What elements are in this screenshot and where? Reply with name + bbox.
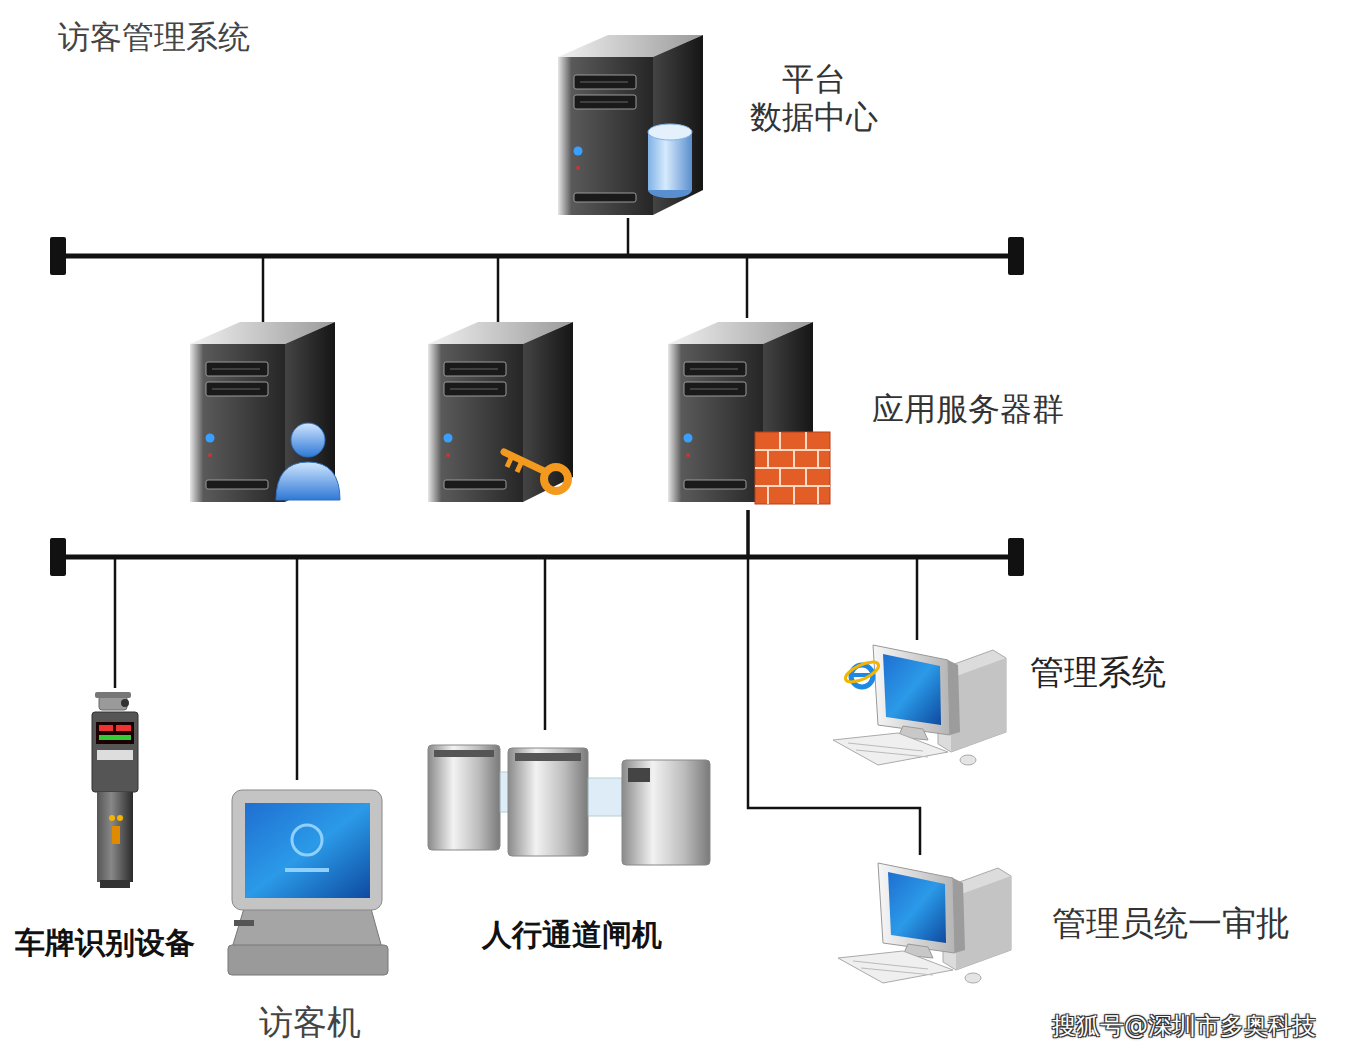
network-bus [50,237,1024,330]
node-label: 人行通道闸机 [420,917,724,953]
node-label: 平台 数据中心 [740,60,887,137]
network-link [628,218,747,318]
key-server [428,322,573,502]
user-server [190,322,340,502]
network-link [748,510,920,855]
node-label: 应用服务器群 [872,390,1064,428]
node-label: 管理系统 [1030,652,1166,693]
device-node: 访客机 [220,780,399,1050]
management-pc [833,645,1006,765]
device-node: 管理系统 [825,640,1190,775]
node-label: 管理员统一审批 [1052,903,1290,944]
node-label: 访客机 [220,1002,399,1043]
firewall-server [668,322,830,504]
visitor-kiosk [228,790,388,975]
node-label: 车牌识别设备 [15,925,195,961]
network-link [115,510,748,688]
watermark: 搜狐号@深圳市多奥科技 [1052,1012,1316,1041]
turnstile-gates [428,745,710,865]
database-server [558,35,703,215]
device-node: 车牌识别设备 [10,688,205,972]
network-link [545,510,748,730]
device-node: 管理员统一审批 [830,855,1325,995]
network-link [748,510,917,640]
device-node: 人行通道闸机 [420,730,724,962]
diagram-title: 访客管理系统 [58,18,250,56]
device-node: 应用服务器群 [180,318,1100,510]
network-link [297,510,748,780]
approval-pc [838,863,1011,983]
device-node: 平台 数据中心 [555,25,895,218]
plate-recognition-device [92,692,138,888]
